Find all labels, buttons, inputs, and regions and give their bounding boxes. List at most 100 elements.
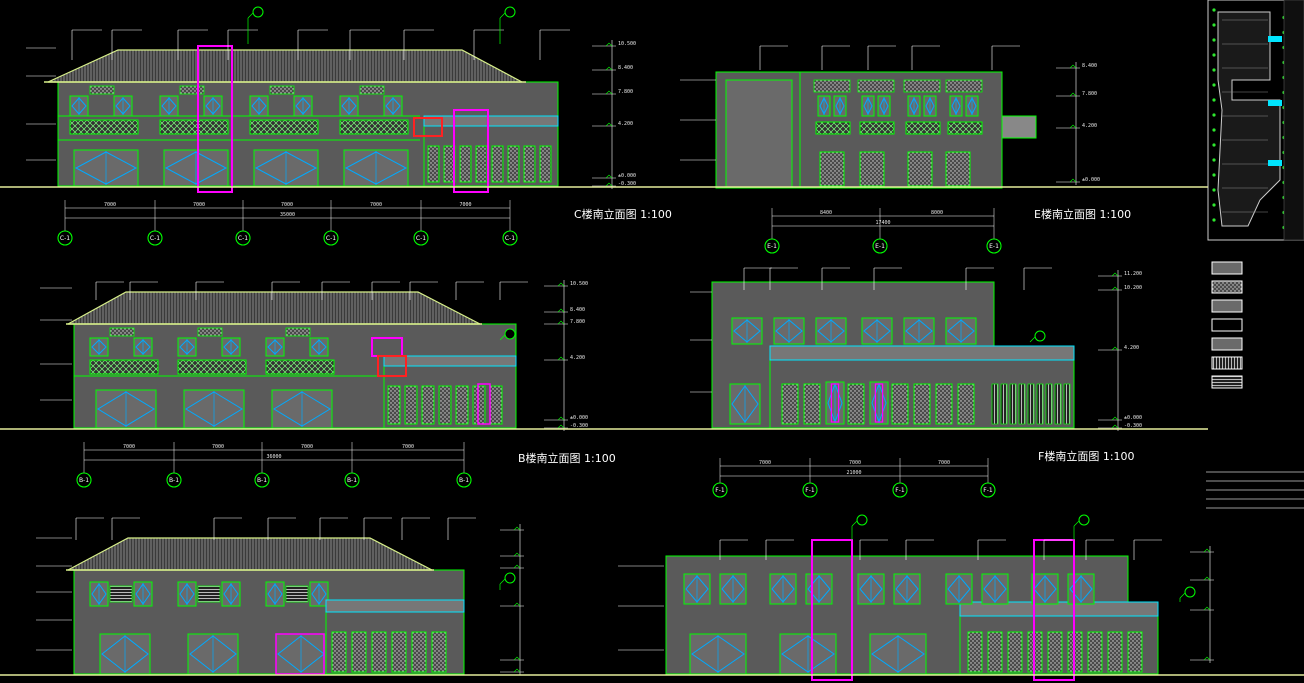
patterned-door [491, 145, 504, 183]
bay-dimension: 8000 [931, 210, 943, 216]
site-plan-tree [1212, 218, 1216, 222]
legend-swatch-horizontal-hatch [1211, 375, 1243, 389]
site-plan-tree [1212, 173, 1216, 177]
grid-axis-bubble [764, 238, 780, 254]
callout-bubble [504, 6, 516, 18]
total-dimension: 36000 [266, 454, 281, 460]
bl-louver-panel [285, 585, 309, 603]
bay-dimension: 7000 [759, 460, 771, 466]
legend-swatch-plain-fill [1211, 261, 1243, 275]
site-plan-tree [1212, 158, 1216, 162]
patterned-door [891, 383, 909, 425]
patterned-door [475, 145, 488, 183]
patterned-door [907, 151, 933, 187]
site-plan-tree [1212, 98, 1216, 102]
patterned-door [523, 145, 536, 183]
dot-hatch-panel [197, 327, 223, 337]
bay-dimension: 7000 [402, 444, 414, 450]
patterned-door [1087, 631, 1103, 673]
bay-dimension: 7000 [370, 202, 382, 208]
bay-dimension: 7000 [104, 202, 116, 208]
level-marker [557, 320, 565, 325]
patterned-door [967, 631, 983, 673]
e-side-canopy [1001, 115, 1037, 139]
dot-hatch-panel [89, 85, 115, 95]
level-label: 4.200 [570, 355, 585, 361]
patterned-door [803, 383, 821, 425]
legend-swatch-empty [1211, 318, 1243, 332]
grid-axis-bubble [872, 238, 888, 254]
bay-dimension: 7000 [281, 202, 293, 208]
patterned-door [1007, 631, 1023, 673]
window-accent-frame [830, 383, 840, 423]
level-label: 4.200 [1124, 345, 1139, 351]
callout-bubble [1078, 514, 1090, 526]
level-marker [1203, 606, 1211, 611]
patterned-door [935, 383, 953, 425]
bay-dimension: 7000 [459, 202, 471, 208]
level-label: ±0.000 [570, 415, 588, 421]
bl-louver-panel [109, 585, 133, 603]
grid-axis-bubble [57, 230, 73, 246]
patterned-door [539, 145, 552, 183]
grid-axis-label: B-1 [79, 477, 89, 484]
grid-axis-label: B-1 [347, 477, 357, 484]
window-accent-frame [874, 383, 884, 423]
title-c-elevation: C楼南立面图 1:100 [574, 208, 672, 221]
level-label: 4.200 [618, 121, 633, 127]
b-accent-door [477, 383, 491, 425]
patterned-door [455, 385, 469, 425]
level-marker [605, 42, 613, 47]
callout-leader [499, 334, 506, 341]
legend-swatch-vertical-hatch [1211, 356, 1243, 370]
level-label: -0.300 [1124, 423, 1142, 429]
level-marker [557, 356, 565, 361]
site-plan-tree [1212, 128, 1216, 132]
site-plan-tree [1212, 113, 1216, 117]
grid-axis-label: F-1 [983, 487, 993, 494]
bl-annex-canopy [325, 599, 465, 613]
lattice-panel [815, 121, 851, 135]
patterned-door [331, 631, 347, 673]
level-marker [605, 174, 613, 179]
grid-axis-label: C-1 [238, 235, 248, 242]
grid-axis-bubble [413, 230, 429, 246]
f-louver [991, 383, 999, 425]
b-elevation: 10.5008.4007.8004.200±0.000-0.300B-17000… [66, 280, 588, 488]
grid-axis-label: C-1 [150, 235, 160, 242]
level-label: 8.400 [1082, 63, 1097, 69]
patterned-door [913, 383, 931, 425]
patterned-door [847, 383, 865, 425]
legend-swatch-plain-fill [1211, 337, 1243, 351]
level-marker [1111, 424, 1119, 429]
total-dimension: 21000 [846, 470, 861, 476]
level-label: -0.300 [618, 181, 636, 187]
grid-axis-label: B-1 [169, 477, 179, 484]
legend-swatch-dot-hatch [1211, 280, 1243, 294]
level-marker [1203, 656, 1211, 661]
level-marker [513, 602, 521, 607]
level-label: 7.800 [570, 319, 585, 325]
f-louver [1036, 383, 1044, 425]
site-plan-tree [1212, 143, 1216, 147]
bay-dimension: 7000 [212, 444, 224, 450]
c-accent-tower-right [453, 109, 489, 193]
level-marker [1069, 92, 1077, 97]
patterned-door [371, 631, 387, 673]
level-label: 8.400 [570, 307, 585, 313]
f-louver [1009, 383, 1017, 425]
lattice-panel [177, 359, 247, 375]
br-annex-canopy [959, 601, 1159, 617]
callout-leader [499, 578, 506, 585]
site-plan-tree [1212, 68, 1216, 72]
callout-bubble [856, 514, 868, 526]
grid-axis-label: F-1 [715, 487, 725, 494]
level-label: ±0.000 [1082, 177, 1100, 183]
site-plan-adjacent-block [1283, 0, 1304, 241]
level-marker [513, 552, 521, 557]
level-marker [557, 308, 565, 313]
patterned-door [781, 383, 799, 425]
patterned-door [411, 631, 427, 673]
grid-axis-bubble [323, 230, 339, 246]
